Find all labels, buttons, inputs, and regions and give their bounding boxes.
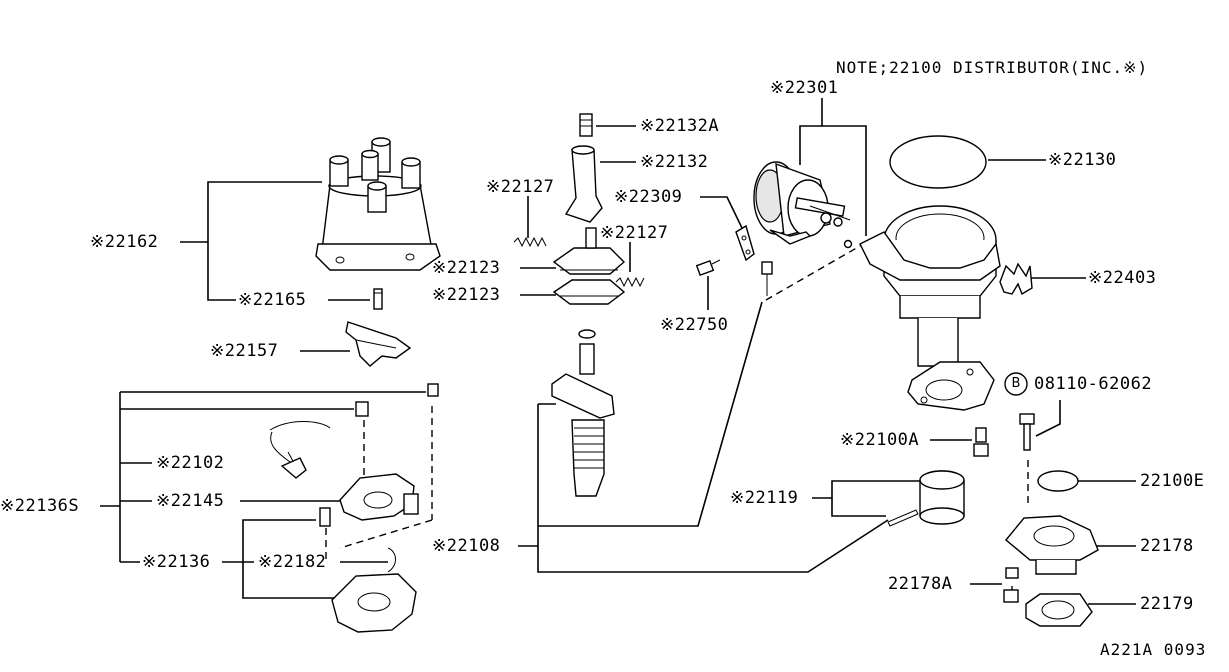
bolt-symbol-letter: B [1011,376,1021,391]
screw-22178a [1003,567,1019,603]
label-22750: ※22750 [660,315,729,335]
vacuum-controller [753,161,853,249]
label-22136s: ※22136S [0,496,80,516]
o-ring-22100e [1037,470,1079,492]
diagram-note: NOTE;22100 DISTRIBUTOR(INC.※) [836,58,1149,77]
label-22145: ※22145 [156,491,225,511]
label-22102: ※22102 [156,453,225,473]
label-22301: ※22301 [770,78,839,98]
label-22123-a: ※22123 [432,258,501,278]
label-22108: ※22108 [432,536,501,556]
distributor-cap [315,137,441,271]
label-22162: ※22162 [90,232,159,252]
clip [999,262,1033,296]
assembly-dash-lines [325,245,1029,600]
bolt-08110 [1004,372,1035,451]
label-22178a: 22178A [888,574,953,594]
label-22178: 22178 [1140,536,1194,556]
label-22309: ※22309 [614,187,683,207]
springs [513,236,645,288]
label-22165: ※22165 [238,290,307,310]
label-22100e: 22100E [1140,471,1205,491]
bolt-symbol: B [1006,374,1026,394]
label-22130: ※22130 [1048,150,1117,170]
label-22127-a: ※22127 [486,177,555,197]
rotor [345,321,412,367]
leader-lines [100,98,1136,605]
bracket-plate [735,224,755,262]
diagram-code: A221A 0093 [1100,640,1207,659]
label-22179: 22179 [1140,594,1194,614]
screw-22750 [695,259,773,296]
roll-pin-and-collar [887,470,965,527]
label-22157: ※22157 [210,341,279,361]
o-ring-gasket [889,135,987,189]
gasket-22179 [1025,593,1093,627]
governor-weights [552,227,626,305]
distributor-shaft [551,329,615,497]
label-22132: ※22132 [640,152,709,172]
label-22127-b: ※22127 [600,223,669,243]
carbon-point [373,288,383,310]
label-22123-b: ※22123 [432,285,501,305]
label-22119: ※22119 [730,488,799,508]
label-08110: 08110-62062 [1034,374,1153,394]
label-22100a: ※22100A [840,430,920,450]
rotor-head-parts [564,113,603,223]
label-22403: ※22403 [1088,268,1157,288]
label-22182: ※22182 [258,552,327,572]
label-22136: ※22136 [142,552,211,572]
screw-22100a [973,427,989,457]
distributor-housing [859,205,1001,411]
flange-22178 [1005,515,1099,575]
pickup-assembly [269,383,439,633]
label-22132a: ※22132A [640,116,720,136]
